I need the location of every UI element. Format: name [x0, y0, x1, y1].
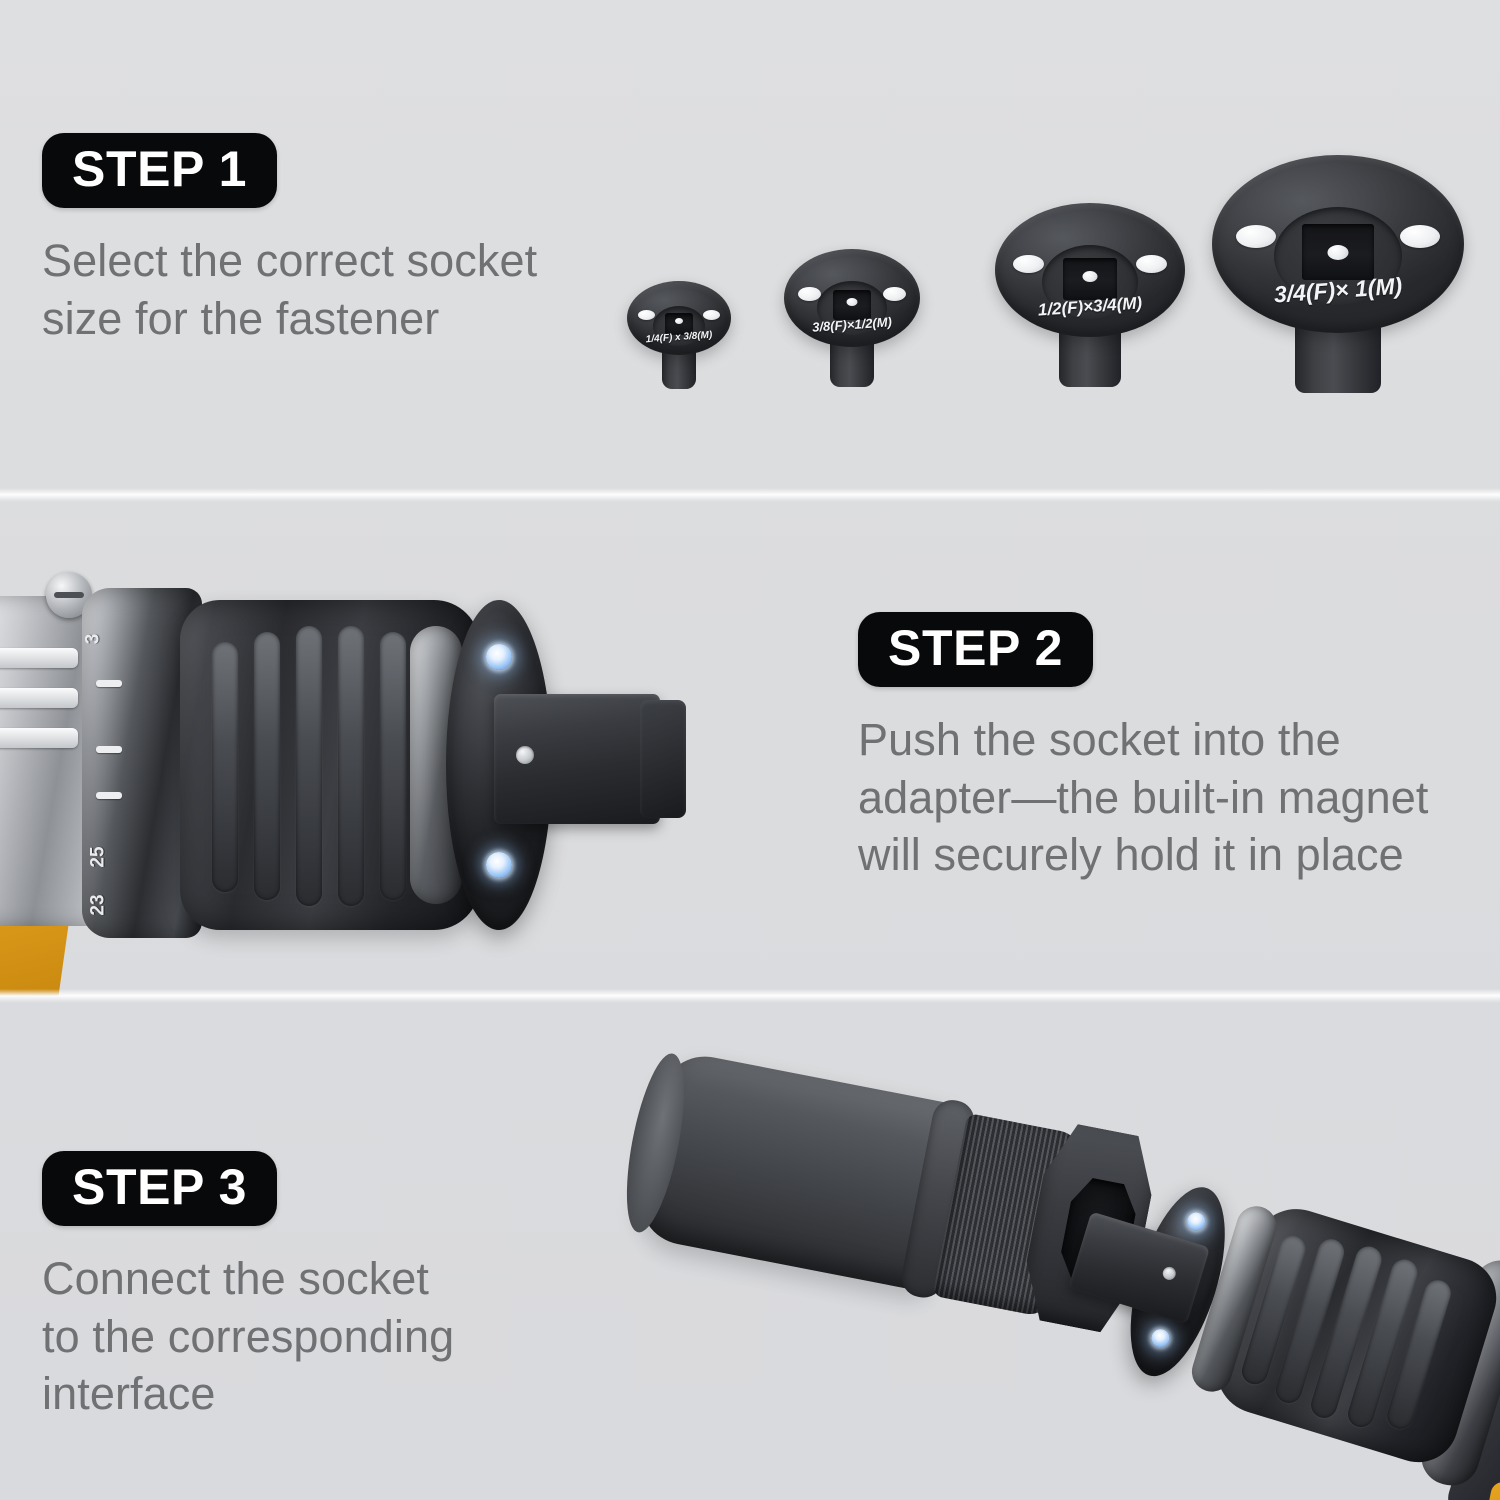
adapter-3-4-to-1: 3/4(F)× 1(M) [1212, 155, 1464, 393]
adapter-ball-detent [675, 318, 683, 324]
adapter-pin-hole-left [1236, 225, 1276, 248]
adapter-pin-hole-right [1400, 225, 1440, 248]
adapter-1-4-to-3-8: 1/4(F) x 3/8(M) [627, 281, 731, 389]
adapter-1-2-to-3-4: 1/2(F)×3/4(M) [995, 203, 1185, 387]
led-indicator-top [486, 644, 512, 670]
chuck-flute [338, 626, 364, 906]
step-3-text-block: STEP 3 Connect the socket to the corresp… [42, 1151, 602, 1423]
led-indicator-bottom [1149, 1326, 1172, 1350]
adapter-square-drive-face [640, 700, 686, 818]
chuck-flute [380, 632, 406, 900]
divider-2 [0, 989, 1500, 1003]
step-2-panel: STEP 2 Push the socket into the adapter—… [0, 502, 1500, 996]
step-1-badge: STEP 1 [42, 133, 277, 208]
step-2-badge: STEP 2 [858, 612, 1093, 687]
adapter-square-drive [494, 694, 660, 824]
step-3-description: Connect the socket to the corresponding … [42, 1253, 455, 1420]
divider-1 [0, 488, 1500, 502]
step-1-description: Select the correct socket size for the f… [42, 235, 538, 344]
chuck-flute [254, 632, 280, 900]
adapter-ball-detent [1082, 271, 1098, 282]
chuck-flute [296, 626, 322, 906]
clutch-tick [96, 792, 122, 799]
adapter-pin-hole-left [1013, 255, 1044, 273]
step-1-panel: STEP 1 Select the correct socket size fo… [0, 0, 1500, 495]
adapter-pin-hole-left [798, 287, 821, 301]
adapter-3-8-to-1-2: 3/8(F)×1/2(M) [784, 249, 920, 387]
adapter-pin-hole-right [1136, 255, 1167, 273]
drive-ball-detent [516, 746, 534, 764]
adapter-ball-detent [846, 298, 858, 306]
drill-vent-slot [0, 728, 78, 748]
adapter-pin-hole-left [638, 310, 655, 320]
drive-ball-detent [1161, 1265, 1178, 1282]
clutch-tick [96, 680, 122, 687]
drill-with-adapter-step-2: 3 25 23 [0, 548, 750, 996]
step-3-badge: STEP 3 [42, 1151, 277, 1226]
clutch-number: 23 [87, 894, 109, 916]
drill-vent-slot [0, 688, 78, 708]
clutch-tick [96, 746, 122, 753]
adapter-pin-hole-right [883, 287, 906, 301]
step-3-panel: STEP 3 Connect the socket to the corresp… [0, 1003, 1500, 1500]
led-indicator-bottom [486, 852, 512, 878]
chuck-flute [212, 642, 238, 892]
step-2-description: Push the socket into the adapter—the bui… [858, 714, 1429, 881]
step-1-text-block: STEP 1 Select the correct socket size fo… [42, 133, 602, 347]
drill-vent-slot [0, 648, 78, 668]
step-2-text-block: STEP 2 Push the socket into the adapter—… [858, 612, 1478, 884]
adapter-ball-detent [1327, 245, 1349, 260]
clutch-number: 25 [87, 846, 109, 868]
clutch-number: 3 [82, 633, 104, 645]
adapter-pin-hole-right [703, 310, 720, 320]
led-indicator-top [1184, 1210, 1208, 1233]
